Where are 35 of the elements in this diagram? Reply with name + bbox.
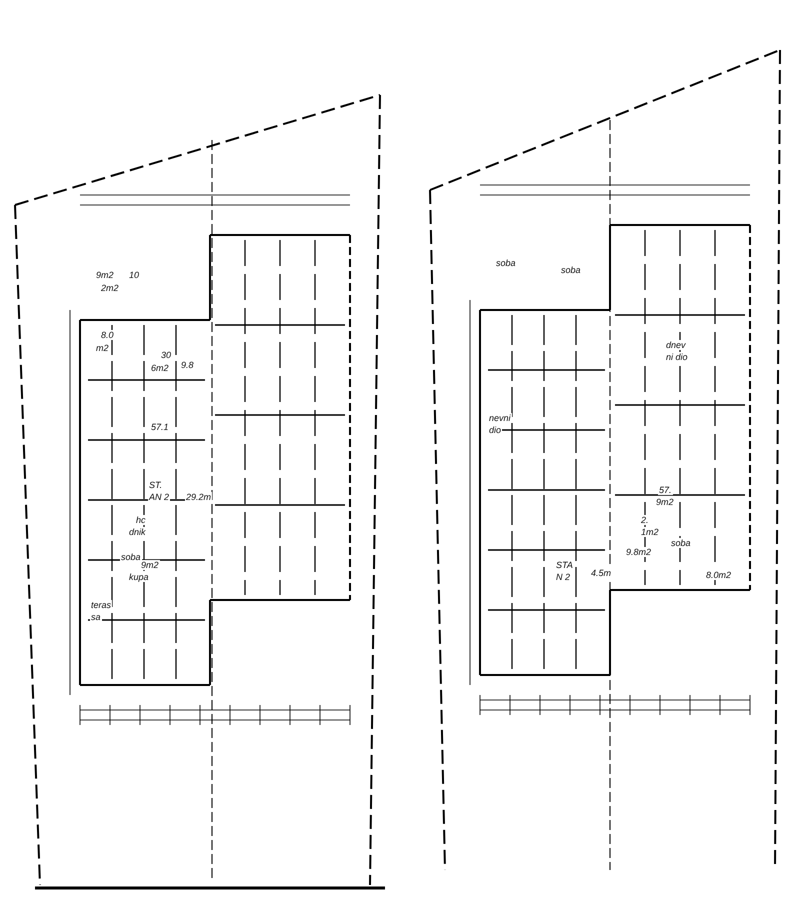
room-label: 4.5m (590, 568, 612, 578)
room-label: STA (555, 560, 574, 570)
room-label: 57.1 (150, 422, 170, 432)
room-label: 6m2 (150, 363, 170, 373)
room-label: hc (135, 515, 147, 525)
room-label: N 2 (555, 572, 572, 582)
room-label: ST. (148, 480, 164, 490)
room-label: dio (488, 425, 502, 435)
room-label: soba (495, 258, 517, 268)
room-label: 8.0m2 (705, 570, 732, 580)
room-label: 9m2 (655, 497, 675, 507)
room-label: 9.8m2 (625, 547, 652, 557)
room-label: m2 (95, 343, 110, 353)
room-label: 9m2 (140, 560, 160, 570)
room-label: 29.2m (185, 492, 212, 502)
room-label: 57. (658, 485, 673, 495)
room-label: ni dio (665, 352, 689, 362)
room-label: kupa (128, 572, 150, 582)
room-label: 1m2 (640, 527, 660, 537)
room-label: 9.8 (180, 360, 195, 370)
room-label: 9m2 (95, 270, 115, 280)
room-label: nevni (488, 413, 512, 423)
room-label: AN 2 (148, 492, 170, 502)
room-label: soba (670, 538, 692, 548)
room-label: sa (90, 612, 102, 622)
room-label: teras (90, 600, 112, 610)
room-label: 2. (640, 515, 650, 525)
room-label: 30 (160, 350, 172, 360)
room-label: 10 (128, 270, 140, 280)
room-label: dnik (128, 527, 147, 537)
room-label: soba (120, 552, 142, 562)
room-label: dnev (665, 340, 687, 350)
room-label: 2m2 (100, 283, 120, 293)
room-label: soba (560, 265, 582, 275)
room-label: 8.0 (100, 330, 115, 340)
